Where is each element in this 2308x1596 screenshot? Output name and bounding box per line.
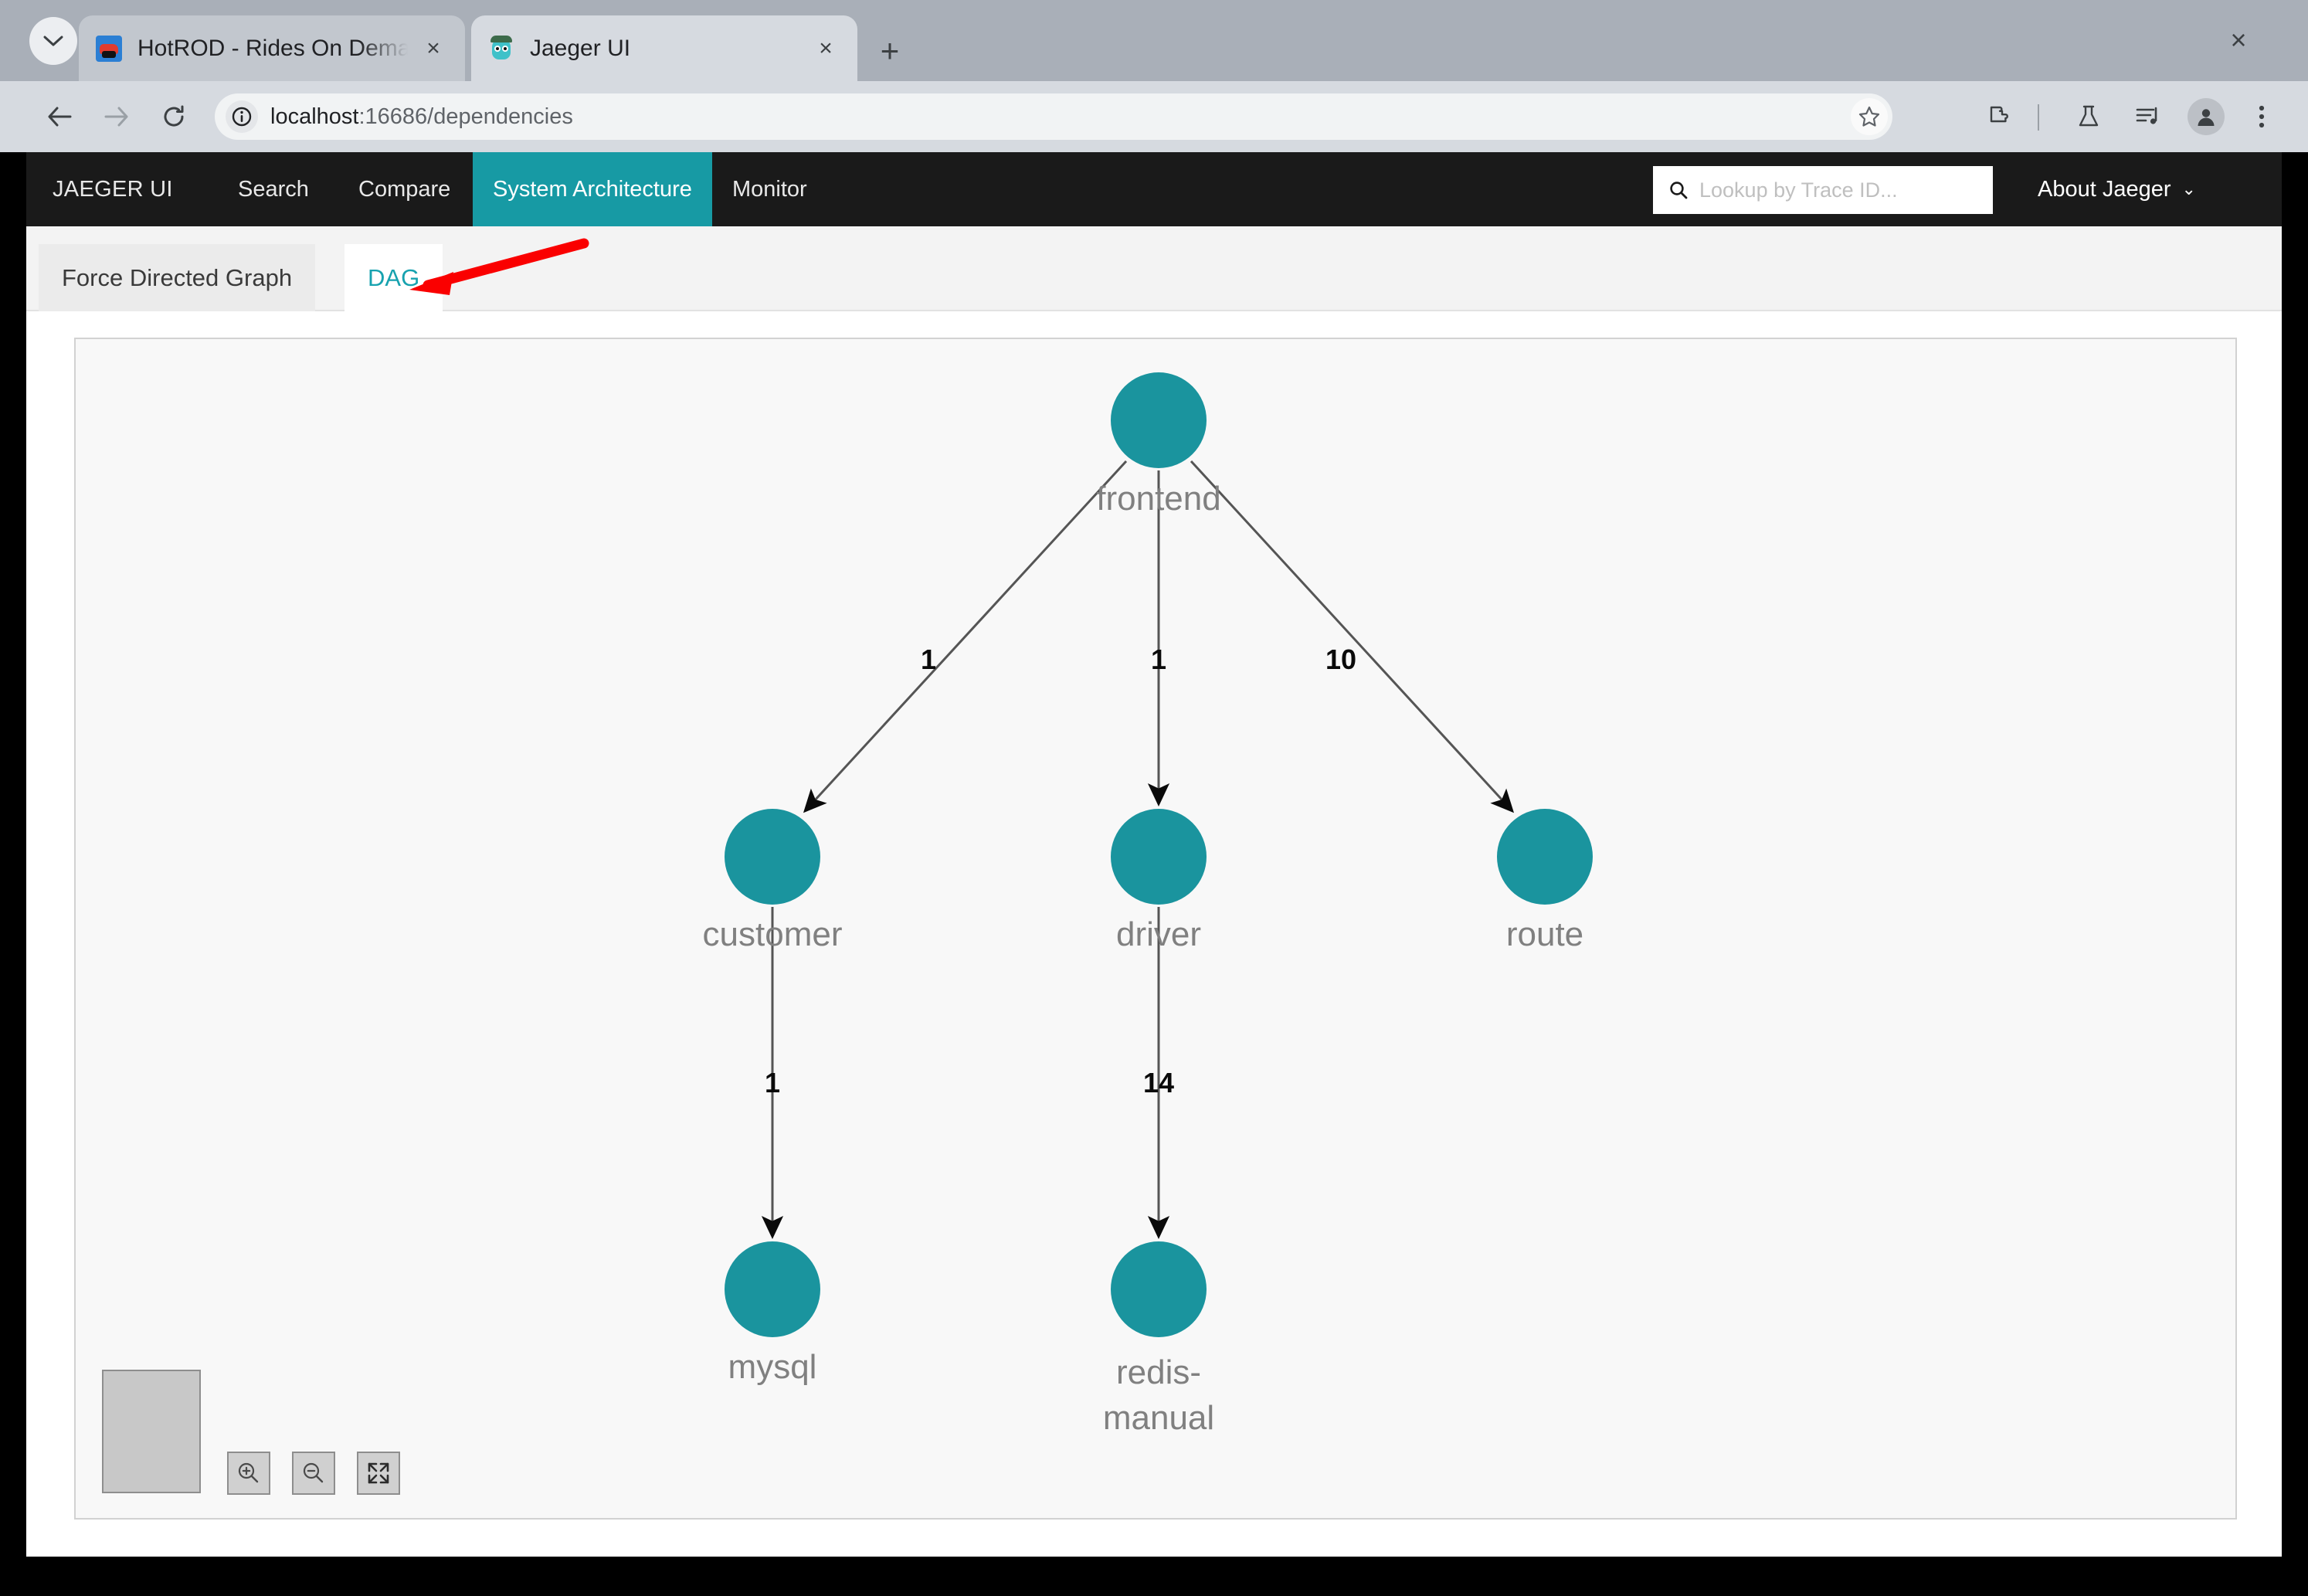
node-label-route: route (1505, 915, 1584, 953)
about-jaeger-menu[interactable]: About Jaeger ⌄ (2038, 152, 2196, 226)
media-list-icon[interactable] (2129, 98, 2166, 135)
hotrod-favicon (96, 35, 122, 62)
node-label-redis-manual: redis- manual (1102, 1353, 1215, 1438)
about-jaeger-label: About Jaeger (2038, 176, 2171, 202)
back-arrow-icon[interactable] (37, 94, 82, 139)
node-label-frontend: frontend (1096, 480, 1221, 518)
tab-dag[interactable]: DAG (345, 244, 443, 311)
node-driver (1111, 809, 1207, 905)
edge-label-driver-redis: 14 (1142, 1067, 1175, 1099)
address-bar-url: localhost:16686/dependencies (270, 104, 573, 130)
dag-svg (725, 372, 1593, 1337)
tab-force-directed-graph[interactable]: Force Directed Graph (39, 244, 316, 311)
reload-icon[interactable] (151, 94, 196, 139)
star-icon[interactable] (1851, 98, 1888, 135)
close-icon[interactable]: × (819, 35, 833, 61)
nav-item-monitor[interactable]: Monitor (732, 176, 807, 202)
jaeger-brand[interactable]: JAEGER UI (53, 176, 173, 202)
nav-item-compare[interactable]: Compare (358, 176, 451, 202)
node-redis-manual (1111, 1241, 1207, 1337)
minimap-panel[interactable] (102, 1370, 201, 1493)
edge-frontend-route (1190, 460, 1515, 813)
browser-toolbar: localhost:16686/dependencies (0, 81, 2308, 152)
browser-tab-jaeger-ui[interactable]: Jaeger UI × (471, 15, 857, 81)
edge-label-frontend-route: 10 (1325, 643, 1357, 675)
chevron-down-icon: ⌄ (2181, 179, 2196, 199)
profile-avatar-icon[interactable] (2188, 98, 2225, 135)
url-path: :16686/dependencies (358, 104, 573, 129)
browser-tab-title: HotROD - Rides On Demand (137, 35, 408, 61)
puzzle-icon[interactable] (1982, 98, 2019, 135)
node-customer (725, 809, 820, 905)
site-info-icon[interactable] (226, 100, 258, 133)
fit-to-screen-icon[interactable] (357, 1452, 400, 1495)
nav-item-search[interactable]: Search (238, 176, 309, 202)
search-icon (1670, 182, 1688, 199)
flask-icon[interactable] (2070, 98, 2107, 135)
new-tab-button[interactable]: + (880, 32, 900, 69)
browser-tab-strip: HotROD - Rides On Demand × Jaeger UI × +… (0, 0, 2308, 81)
page-viewport: JAEGER UI Search Compare System Architec… (26, 152, 2282, 1557)
zoom-out-icon[interactable] (292, 1452, 335, 1495)
forward-arrow-icon[interactable] (94, 94, 139, 139)
jaeger-top-nav: JAEGER UI Search Compare System Architec… (26, 152, 2282, 226)
three-dot-menu-icon[interactable] (2243, 98, 2280, 135)
dag-nodes (725, 372, 1593, 1337)
edge-label-customer-mysql: 1 (764, 1067, 781, 1099)
node-mysql (725, 1241, 820, 1337)
search-input-placeholder: Lookup by Trace ID... (1699, 178, 1898, 202)
edge-frontend-customer (803, 460, 1128, 813)
close-icon[interactable]: × (426, 35, 440, 61)
browser-tab-title: Jaeger UI (530, 35, 631, 61)
url-host: localhost (270, 104, 359, 129)
browser-tab-hotrod[interactable]: HotROD - Rides On Demand × (79, 15, 465, 81)
toolbar-divider (2038, 104, 2039, 131)
address-bar[interactable]: localhost:16686/dependencies (215, 93, 1892, 140)
trace-id-search-box[interactable]: Lookup by Trace ID... (1653, 166, 1993, 214)
nav-item-system-architecture[interactable]: System Architecture (473, 152, 712, 226)
tab-search-chevron-down-icon[interactable] (29, 17, 77, 65)
dag-graph-canvas[interactable]: frontend customer driver route mysql red… (74, 338, 2237, 1520)
graph-tab-row: Force Directed Graph DAG (26, 226, 2282, 311)
window-close-icon[interactable]: × (2230, 24, 2247, 56)
zoom-in-icon[interactable] (227, 1452, 270, 1495)
node-label-driver: driver (1115, 915, 1202, 953)
edge-label-frontend-customer: 1 (920, 643, 937, 675)
node-frontend (1111, 372, 1207, 468)
jaeger-gopher-favicon (488, 35, 514, 62)
node-label-mysql: mysql (728, 1348, 817, 1386)
node-label-customer: customer (702, 915, 843, 953)
edge-label-frontend-driver: 1 (1150, 643, 1167, 675)
node-route (1497, 809, 1593, 905)
